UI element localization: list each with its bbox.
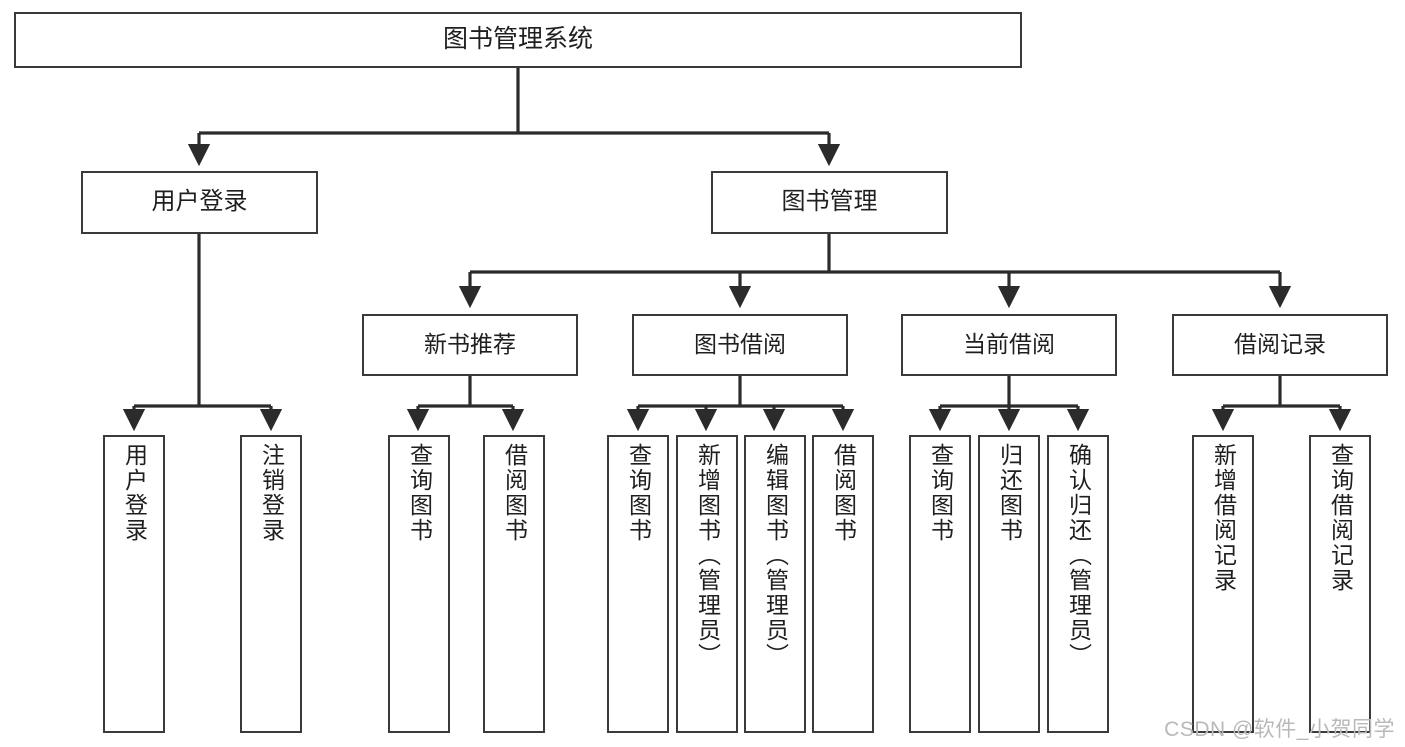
node-label: 借阅图书 xyxy=(501,443,528,543)
node-new-book-recommendation[interactable]: 新书推荐 xyxy=(362,314,578,376)
leaf-add-borrow-record[interactable]: 新增借阅记录 xyxy=(1192,435,1254,733)
node-label: 查询图书 xyxy=(927,443,954,543)
node-label: 借阅图书 xyxy=(830,443,857,543)
node-label: 注销登录 xyxy=(258,443,285,543)
node-label: 借阅记录 xyxy=(1234,331,1326,358)
leaf-query-books-recommend[interactable]: 查询图书 xyxy=(388,435,450,733)
leaf-query-books-current[interactable]: 查询图书 xyxy=(909,435,971,733)
node-label: 确认归还（管理员） xyxy=(1065,443,1092,668)
leaf-return-books[interactable]: 归还图书 xyxy=(978,435,1040,733)
leaf-logout[interactable]: 注销登录 xyxy=(240,435,302,733)
leaf-confirm-return-admin[interactable]: 确认归还（管理员） xyxy=(1047,435,1109,733)
node-label: 图书管理 xyxy=(781,188,878,216)
node-label: 用户登录 xyxy=(151,188,248,216)
node-label: 新增图书（管理员） xyxy=(694,443,721,668)
leaf-edit-book-admin[interactable]: 编辑图书（管理员） xyxy=(744,435,806,733)
leaf-borrow-books-recommend[interactable]: 借阅图书 xyxy=(483,435,545,733)
node-label: 新书推荐 xyxy=(424,331,516,358)
node-label: 查询图书 xyxy=(625,443,652,543)
leaf-user-login[interactable]: 用户登录 xyxy=(103,435,165,733)
node-root-system[interactable]: 图书管理系统 xyxy=(14,12,1022,68)
node-book-borrow[interactable]: 图书借阅 xyxy=(632,314,848,376)
node-label: 归还图书 xyxy=(996,443,1023,543)
node-current-borrow[interactable]: 当前借阅 xyxy=(901,314,1117,376)
leaf-borrow-books[interactable]: 借阅图书 xyxy=(812,435,874,733)
node-label: 新增借阅记录 xyxy=(1210,443,1237,593)
node-label: 编辑图书（管理员） xyxy=(762,443,789,668)
node-borrow-records[interactable]: 借阅记录 xyxy=(1172,314,1388,376)
node-label: 查询借阅记录 xyxy=(1327,443,1354,593)
node-user-login[interactable]: 用户登录 xyxy=(81,171,318,234)
leaf-query-borrow-record[interactable]: 查询借阅记录 xyxy=(1309,435,1371,733)
node-label: 图书借阅 xyxy=(694,331,786,358)
node-label: 当前借阅 xyxy=(963,331,1055,358)
node-label: 图书管理系统 xyxy=(442,25,593,54)
node-label: 查询图书 xyxy=(406,443,433,543)
node-label: 用户登录 xyxy=(121,443,148,543)
leaf-add-book-admin[interactable]: 新增图书（管理员） xyxy=(676,435,738,733)
node-book-management[interactable]: 图书管理 xyxy=(711,171,948,234)
leaf-query-books-borrow[interactable]: 查询图书 xyxy=(607,435,669,733)
